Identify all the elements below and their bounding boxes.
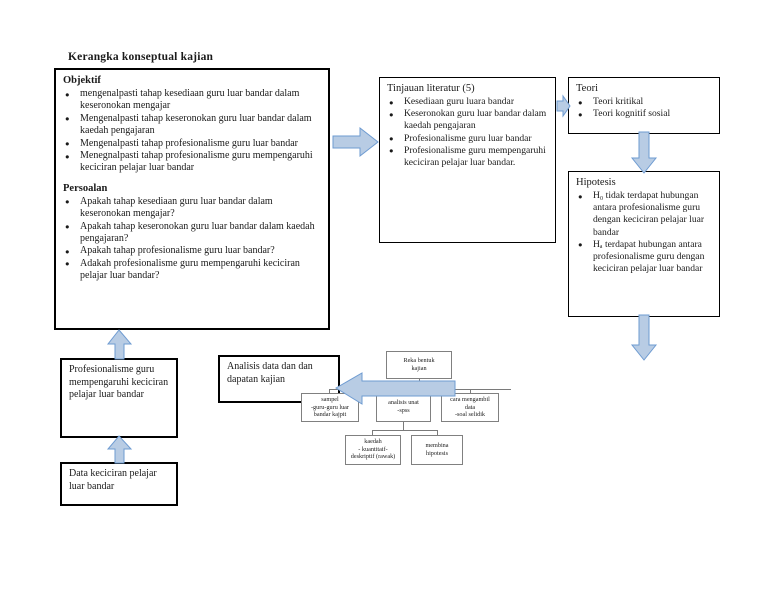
arrow-method-to-analisis-icon [335, 370, 456, 406]
cara-mengambil-data-text: cara mengambil data -soal selidik [450, 396, 490, 419]
list-item: Menegnalpasti tahap profesionalisme guru… [63, 150, 322, 175]
list-item: Mengenalpasti tahap keseronokan guru lua… [63, 112, 322, 138]
arrow-teori-to-hipotesis-icon [630, 131, 658, 174]
membina-hipotesis-text: membina hipotesis [425, 442, 449, 457]
list-item: Kesediaan guru luara bandar [387, 95, 549, 109]
analisis-unat-box: analisis unat -spss [376, 393, 431, 422]
connector-line [403, 422, 404, 430]
tinjauan-literatur-box: Tinjauan literatur (5) Kesediaan guru lu… [379, 77, 556, 243]
list-item: Keseronokan guru luar bandar dalam kaeda… [387, 108, 549, 132]
cara-mengambil-data-box: cara mengambil data -soal selidik [441, 393, 499, 422]
section-spacer [63, 175, 322, 182]
list-item: Adakah profesionalisme guru mempengaruhi… [63, 257, 322, 283]
tinjauan-list: Kesediaan guru luara bandar Keseronokan … [387, 95, 549, 169]
list-item: Apakah tahap profesionalisme guru luar b… [63, 245, 322, 259]
connector-line [372, 430, 373, 435]
list-item: Teori kognitif sosial [576, 108, 713, 122]
connector-line [470, 389, 471, 393]
connector-line [372, 430, 438, 431]
list-item: Teori kritikal [576, 95, 713, 109]
arrow-data-up-icon [106, 435, 133, 464]
tinjauan-heading: Tinjauan literatur (5) [387, 83, 475, 94]
teori-heading: Teori [576, 83, 599, 94]
sampel-box: sampel -guru-guru luar bandar kajpit [301, 393, 359, 422]
arrow-profesionalisme-up-icon [106, 329, 133, 360]
analisis-data-text: Analisis data dan dan dapatan kajian [227, 361, 313, 385]
list-item: Hₐ terdapat hubungan antara profesionali… [576, 238, 713, 276]
persoalan-heading: Persoalan [63, 182, 108, 194]
teori-list: Teori kritikal Teori kognitif sosial [576, 95, 713, 122]
data-keciciran-box: Data keciciran pelajar luar bandar [60, 462, 178, 506]
profesionalisme-box: Profesionalisme guru mempengaruhi kecici… [60, 358, 178, 438]
profesionalisme-text: Profesionalisme guru mempengaruhi kecici… [69, 364, 169, 401]
list-item: Apakah tahap kesediaan guru luar bandar … [63, 195, 322, 221]
analisis-unat-text: analisis unat -spss [388, 399, 419, 414]
hipotesis-box: Hipotesis H₀ tidak terdapat hubungan ant… [568, 171, 720, 317]
kaedah-box: kaedah - kuantitaif- deskriptif (rawak) [345, 435, 401, 465]
hipotesis-heading: Hipotesis [576, 177, 616, 188]
arrow-hipotesis-down-icon [630, 314, 658, 361]
analisis-data-box: Analisis data dan dan dapatan kajian [218, 355, 340, 403]
list-item: Mengenalpasti tahap profesionalisme guru… [63, 137, 322, 151]
connector-line [437, 430, 438, 435]
sampel-text: sampel -guru-guru luar bandar kajpit [311, 396, 349, 419]
teori-box: Teori Teori kritikal Teori kognitif sosi… [568, 77, 720, 134]
list-item: Profesionalisme guru luar bandar [387, 132, 549, 146]
list-item: Profesionalisme guru mempengaruhi kecici… [387, 144, 549, 169]
kaedah-text: kaedah - kuantitaif- deskriptif (rawak) [350, 438, 396, 461]
hipotesis-list: H₀ tidak terdapat hubungan antara profes… [576, 190, 713, 275]
data-keciciran-text: Data keciciran pelajar luar bandar [69, 468, 157, 492]
list-item: mengenalpasti tahap kesediaan guru luar … [63, 88, 322, 113]
membina-hipotesis-box: membina hipotesis [411, 435, 463, 465]
objektif-persoalan-box: Objektif mengenalpasti tahap kesediaan g… [54, 68, 330, 330]
list-item: Apakah tahap keseronokan guru luar banda… [63, 220, 322, 246]
arrow-objektif-to-tinjauan-icon [332, 126, 379, 158]
arrow-tinjauan-to-teori-icon [556, 94, 571, 118]
list-item: H₀ tidak terdapat hubungan antara profes… [576, 190, 713, 239]
objektif-heading: Objektif [63, 75, 101, 86]
reka-bentuk-text: Reka bentuk kajian [403, 357, 435, 372]
connector-line [329, 389, 330, 393]
persoalan-list: Apakah tahap kesediaan guru luar bandar … [63, 195, 322, 283]
objektif-list: mengenalpasti tahap kesediaan guru luar … [63, 88, 322, 175]
page-title: Kerangka konseptual kajian [68, 51, 214, 63]
reka-bentuk-kajian-box: Reka bentuk kajian [386, 351, 452, 379]
